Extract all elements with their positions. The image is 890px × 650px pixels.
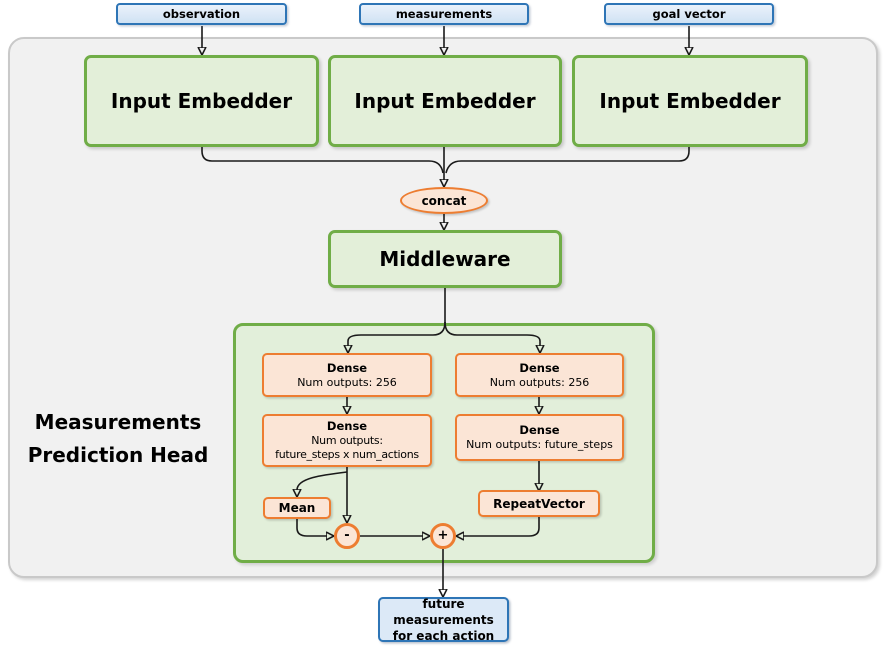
- dense-title: Dense: [519, 423, 560, 437]
- add-op-node: +: [430, 523, 456, 549]
- input-node-goal-vector: goal vector: [604, 3, 774, 25]
- dense-subtitle: Num outputs: 256: [297, 375, 397, 389]
- dense-subtitle: Num outputs: future_steps: [466, 438, 613, 451]
- dense-subtitle: Num outputs: future_steps x num_actions: [275, 434, 419, 461]
- dense-title: Dense: [326, 419, 368, 433]
- dense-node-action-1: Dense Num outputs: 256: [262, 353, 432, 397]
- dense-title: Dense: [519, 360, 560, 375]
- concat-node: concat: [400, 187, 488, 214]
- input-node-observation: observation: [116, 3, 287, 25]
- input-embedder-observation: Input Embedder: [84, 55, 319, 147]
- dense-node-expectation-2: Dense Num outputs: future_steps: [455, 414, 624, 461]
- dense-node-expectation-1: Dense Num outputs: 256: [455, 353, 624, 397]
- mean-node: Mean: [263, 497, 331, 519]
- middleware-node: Middleware: [328, 230, 562, 288]
- input-embedder-measurements: Input Embedder: [328, 55, 562, 147]
- input-node-measurements: measurements: [359, 3, 529, 25]
- dense-subtitle: Num outputs: 256: [489, 375, 590, 389]
- dense-title: Dense: [326, 360, 368, 375]
- subtract-op-node: -: [334, 523, 360, 549]
- repeat-vector-node: RepeatVector: [478, 490, 600, 517]
- input-embedder-goal-vector: Input Embedder: [572, 55, 808, 147]
- output-node-future-measurements: future measurements for each action: [378, 597, 509, 643]
- dense-node-action-2: Dense Num outputs: future_steps x num_ac…: [262, 414, 432, 467]
- prediction-head-title: Measurements Prediction Head: [27, 410, 209, 467]
